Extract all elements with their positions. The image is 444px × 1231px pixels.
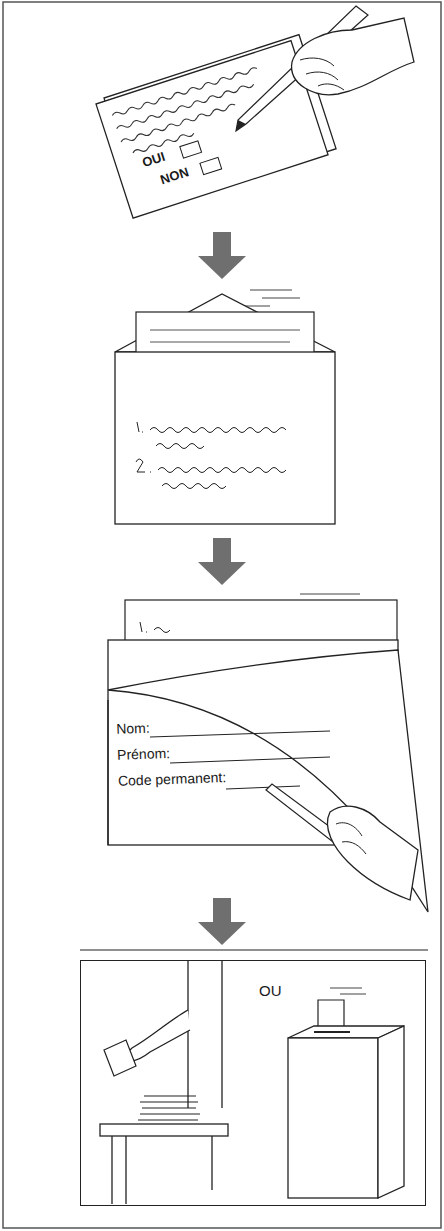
or-label: OU [259,983,282,1000]
choice-label: OUI [141,150,167,171]
ballot-box-slot [314,1031,350,1033]
form-field-label: Prénom: [117,746,170,763]
down-arrow [198,898,246,945]
down-arrow [198,232,246,279]
arrow-head [198,562,246,585]
motion-lines [330,988,366,994]
arrow-shaft [213,538,231,562]
scribble-line [116,82,254,130]
hand [327,806,418,900]
hand [292,18,414,95]
envelope-edge [107,700,108,845]
finger-lines [300,58,344,90]
letter-lines [150,330,300,342]
arrow-shaft [213,898,231,922]
table-legs [112,1136,212,1204]
form-field-label: Nom: [116,721,150,738]
handwriting-scribble [140,622,170,633]
form-field-label: Code permanent: [118,770,227,789]
motion-lines [232,290,300,306]
arrow-head [198,256,246,279]
ballot-box-side [378,1026,404,1198]
outer-frame [3,2,441,1228]
scribble-line [120,103,235,144]
pencil-tip [236,120,246,131]
separator-line [80,949,428,950]
arrow-shaft [213,232,231,256]
checkbox [179,140,202,159]
checkbox [199,157,222,176]
handwriting-scribble [136,422,286,489]
choice-label: NON [159,165,191,188]
arrow-head [198,922,246,945]
envelope-flap [108,650,428,912]
table-top [100,1124,228,1136]
down-arrow [198,538,246,585]
envelope-body [115,352,335,524]
deposit-panel: OU [80,960,426,1206]
held-envelope [104,1040,136,1076]
finger-lines [336,823,366,854]
envelope-stack [138,1096,200,1120]
ballot-box-front [288,1038,378,1198]
person-arm [122,1010,190,1061]
ballot-paper: OUINON [96,41,328,218]
person-body [188,961,222,1108]
envelope-form: Nom: Prénom: Code permanent: [112,715,314,796]
